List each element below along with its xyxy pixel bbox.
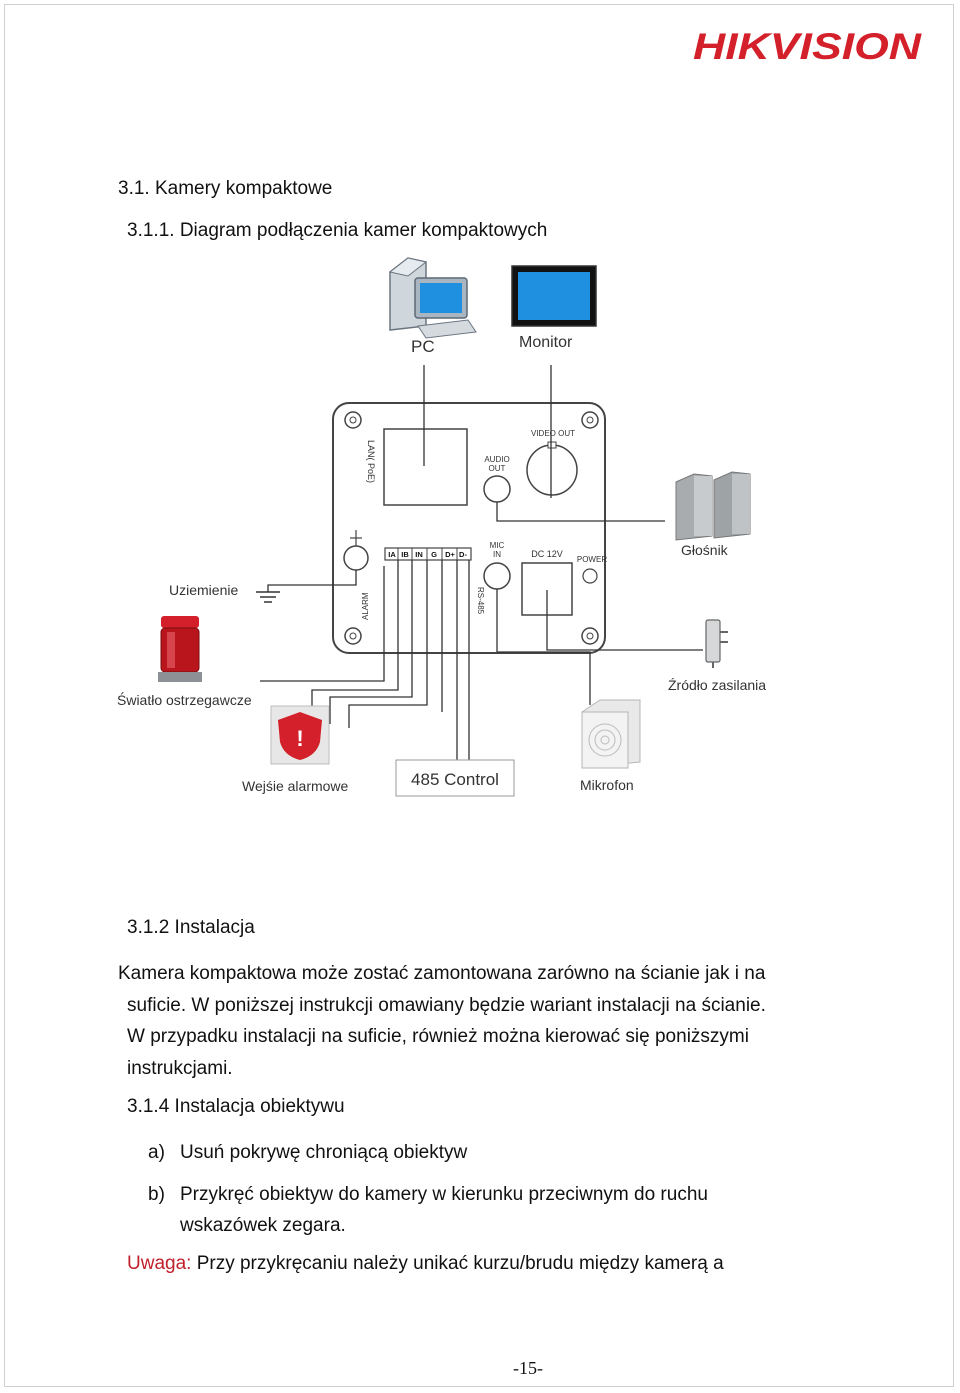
lan-port bbox=[383, 428, 468, 506]
terminal-block bbox=[384, 547, 472, 561]
terminal-d-plus: D+ bbox=[445, 550, 455, 559]
audio-out-label-1: AUDIO bbox=[484, 455, 509, 464]
list-marker: a) bbox=[148, 1142, 165, 1163]
warning-light-label: Światło ostrzegawcze bbox=[117, 691, 252, 708]
list-item-text: wskazówek zegara. bbox=[180, 1215, 346, 1236]
power-adapter-icon bbox=[705, 619, 728, 668]
installation-line: W przypadku instalacji na suficie, równi… bbox=[127, 1026, 749, 1047]
installation-line: Kamera kompaktowa może zostać zamontowan… bbox=[118, 963, 766, 984]
microphone-label: Mikrofon bbox=[580, 777, 634, 793]
section-subtitle: 3.1.1. Diagram podłączenia kamer kompakt… bbox=[127, 220, 548, 241]
ground-terminal bbox=[343, 545, 369, 571]
microphone-icon bbox=[581, 699, 641, 769]
alarm-shield-icon: ! bbox=[270, 705, 330, 765]
camera-rear-panel: LAN( PoE) AUDIO OUT VIDEO OUT IA IB IN G… bbox=[332, 402, 607, 654]
terminal-d-minus: D- bbox=[459, 550, 467, 559]
page-number: -15- bbox=[513, 1358, 543, 1378]
list-marker: b) bbox=[148, 1183, 165, 1205]
power-source-label: Źródło zasilania bbox=[668, 677, 766, 693]
speaker-icon bbox=[675, 471, 751, 541]
list-item-text: Przykręć obiektyw do kamery w kierunku p… bbox=[180, 1183, 708, 1205]
hikvision-logo: HIKVISION bbox=[693, 26, 923, 66]
note-text: Przy przykręcaniu należy unikać kurzu/br… bbox=[191, 1253, 724, 1274]
alarm-input-label: Wejśie alarmowe bbox=[242, 778, 349, 794]
alarm-label: ALARM bbox=[361, 592, 370, 620]
warning-light-icon bbox=[158, 616, 202, 682]
mic-in-label-1: MIC bbox=[490, 541, 505, 550]
mic-in-label-2: IN bbox=[493, 550, 501, 559]
lan-label: LAN( PoE) bbox=[366, 440, 376, 483]
ground-icon bbox=[256, 591, 280, 603]
terminal-g: G bbox=[431, 550, 437, 559]
section-title: 3.1. Kamery kompaktowe bbox=[118, 178, 333, 199]
speaker-label: Głośnik bbox=[681, 542, 729, 558]
installation-line: instrukcjami. bbox=[127, 1057, 233, 1079]
pc-label: PC bbox=[411, 337, 435, 356]
terminal-ib: IB bbox=[401, 550, 409, 559]
installation-line: suficie. W poniższej instrukcji omawiany… bbox=[127, 994, 766, 1016]
pc-icon bbox=[388, 257, 477, 339]
rs485-label: RS-485 bbox=[476, 587, 485, 615]
note: Uwaga: Przy przykręcaniu należy unikać k… bbox=[127, 1252, 724, 1276]
terminal-ia: IA bbox=[388, 550, 396, 559]
monitor-label: Monitor bbox=[519, 334, 573, 351]
terminal-in: IN bbox=[415, 550, 423, 559]
monitor-icon bbox=[511, 265, 597, 327]
brand-logo-text: HIKVISION bbox=[693, 26, 923, 66]
svg-text:!: ! bbox=[296, 726, 303, 751]
lens-heading: 3.1.4 Instalacja obiektywu bbox=[127, 1096, 345, 1117]
page-border bbox=[4, 4, 954, 1387]
installation-heading: 3.1.2 Instalacja bbox=[127, 917, 255, 938]
rs485-control-label: 485 Control bbox=[411, 770, 499, 789]
video-out-port bbox=[526, 444, 578, 496]
rs485-control-box bbox=[395, 759, 515, 797]
power-led bbox=[582, 568, 598, 584]
list-item-text: Usuń pokrywę chroniącą obiektyw bbox=[180, 1142, 468, 1163]
video-out-label: VIDEO OUT bbox=[531, 429, 575, 438]
connection-wires bbox=[260, 365, 703, 760]
installation-paragraph: Kamera kompaktowa może zostać zamontowan… bbox=[118, 958, 858, 1084]
note-label: Uwaga: bbox=[127, 1253, 192, 1274]
mic-in-port bbox=[483, 562, 511, 590]
list-item: a) Usuń pokrywę chroniącą obiektyw bbox=[148, 1137, 708, 1169]
dc12v-label: DC 12V bbox=[531, 549, 563, 559]
ground-label: Uziemienie bbox=[169, 582, 238, 598]
list-item: b) Przykręć obiektyw do kamery w kierunk… bbox=[148, 1179, 708, 1242]
audio-out-label-2: OUT bbox=[489, 464, 506, 473]
audio-out-port bbox=[483, 475, 511, 503]
lens-steps-list: a) Usuń pokrywę chroniącą obiektyw b) Pr… bbox=[148, 1137, 708, 1252]
power-label: POWER bbox=[577, 555, 607, 564]
